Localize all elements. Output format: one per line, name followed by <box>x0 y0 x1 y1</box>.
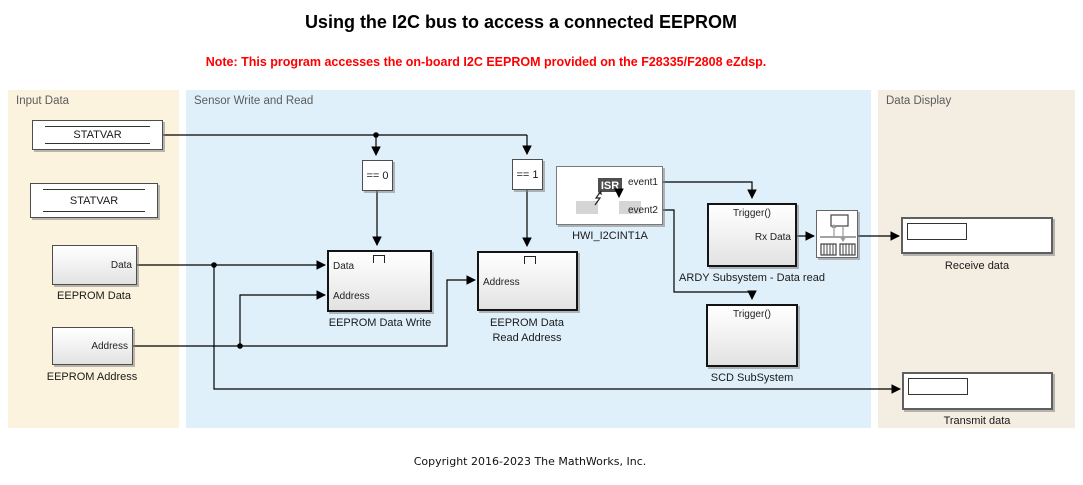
eeprom-data-write-label: EEPROM Data Write <box>328 317 432 329</box>
port-event1: event1 <box>627 177 658 188</box>
transmit-data-display-block[interactable] <box>902 372 1053 410</box>
hwi-i2cint1a-label: HWI_I2CINT1A <box>572 230 648 242</box>
scd-subsystem-block[interactable]: Trigger() <box>706 304 798 367</box>
interrupt-lightning-tip <box>598 191 602 195</box>
data-store-name: STATVAR <box>69 194 119 207</box>
isr-badge-text: ISR <box>601 180 619 192</box>
port-data-out: Data <box>110 260 132 271</box>
data-store-name: STATVAR <box>73 129 122 141</box>
port-rx-data: Rx Data <box>754 232 791 243</box>
eeprom-data-write-block[interactable]: Data Address <box>327 250 432 312</box>
hwi-i2cint1a-block[interactable]: ISR event1 event2 <box>556 166 663 225</box>
eeprom-data-read-block[interactable]: Address <box>477 251 578 311</box>
register-icon <box>830 214 849 227</box>
eeprom-data-label: EEPROM Data <box>57 290 131 302</box>
port-trigger: Trigger() <box>733 208 771 219</box>
data-store-statvar-bottom[interactable]: STATVAR <box>30 183 158 218</box>
eeprom-data-read-label: EEPROM Data Read Address <box>490 316 564 346</box>
receive-data-label: Receive data <box>944 260 1010 272</box>
interrupt-lightning-icon <box>594 190 602 206</box>
data-store-statvar-top[interactable]: STATVAR <box>32 120 163 150</box>
data-store-line <box>45 126 150 127</box>
ardy-subsystem-block[interactable]: Trigger() Rx Data <box>707 203 797 267</box>
port-trigger: Trigger() <box>733 309 771 320</box>
scd-subsystem-label: SCD SubSystem <box>710 372 794 384</box>
transmit-data-label: Transmit data <box>943 415 1011 427</box>
isr-source-box <box>576 201 598 214</box>
trigger-pulse-icon <box>524 256 536 264</box>
data-display-area: Data Display <box>878 90 1075 428</box>
eeprom-data-read-label-line1: EEPROM Data <box>490 317 564 329</box>
memory-bank-right-icon <box>839 243 856 256</box>
port-data-in: Data <box>333 261 355 272</box>
sensor-area-label: Sensor Write and Read <box>194 95 314 107</box>
memory-copy-block[interactable] <box>816 210 858 258</box>
port-address-in: Address <box>483 277 520 288</box>
memory-copy-icon <box>820 214 856 256</box>
display-value-field <box>908 378 968 395</box>
ardy-subsystem-label: ARDY Subsystem - Data read <box>679 272 825 284</box>
copy-up-arrow-tip <box>831 224 837 228</box>
trigger-pulse-icon <box>373 255 385 263</box>
eeprom-data-read-label-line2: Read Address <box>492 332 562 344</box>
model-note: Note: This program accesses the on-board… <box>205 55 767 69</box>
compare-to-zero-text: == 0 <box>366 169 389 182</box>
port-address-out: Address <box>91 341 128 352</box>
receive-data-display-block[interactable] <box>901 217 1053 254</box>
compare-to-one-text: == 1 <box>516 168 539 181</box>
port-address-in: Address <box>333 291 370 302</box>
port-event2: event2 <box>627 205 658 216</box>
model-title: Using the I2C bus to access a connected … <box>304 12 738 32</box>
isr-icon: ISR <box>576 178 641 214</box>
data-store-line <box>45 143 150 144</box>
copy-down-arrow-tip <box>840 238 846 242</box>
memory-bank-left-icon <box>820 243 837 256</box>
eeprom-address-label: EEPROM Address <box>46 371 138 383</box>
data-store-line <box>43 189 145 190</box>
compare-to-zero-block[interactable]: == 0 <box>362 160 393 191</box>
isr-target-box <box>619 201 641 214</box>
copyright-text: Copyright 2016-2023 The MathWorks, Inc. <box>413 455 647 468</box>
data-store-line <box>43 211 145 212</box>
eeprom-data-block[interactable]: Data <box>52 245 137 285</box>
data-display-area-label: Data Display <box>886 95 952 107</box>
compare-to-one-block[interactable]: == 1 <box>512 159 543 190</box>
input-data-area-label: Input Data <box>16 95 70 107</box>
eeprom-address-block[interactable]: Address <box>52 327 133 365</box>
display-value-field <box>907 223 967 240</box>
